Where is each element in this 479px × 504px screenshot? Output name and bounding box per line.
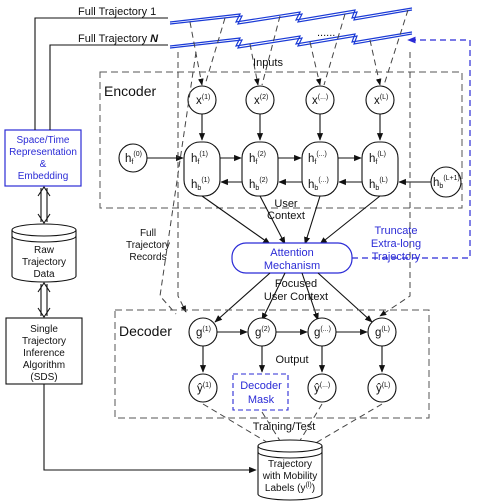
output-node-l: ŷ(L)	[367, 373, 397, 403]
training-dashed-lines	[202, 403, 383, 445]
decoder-mask-box	[232, 373, 289, 411]
full-records-label-2: Trajectory	[126, 240, 170, 251]
trajectory-1-connector	[34, 17, 168, 97]
full-records-label-3: Records	[129, 252, 166, 263]
decoder-state-1: g(1)	[188, 317, 218, 347]
forward-initial-state: hf(0)	[118, 143, 148, 173]
embedding-box	[4, 129, 82, 187]
attention-label-1: Attention	[270, 247, 313, 259]
hidden-state-1: hf(1) hb(1)	[183, 141, 221, 197]
trajectory-lightning-1	[169, 7, 413, 25]
decoder-state-ellipsis: g(...)	[307, 317, 337, 347]
truncate-label-2: Extra-long	[371, 238, 421, 250]
sds-to-labels-connector	[43, 384, 257, 474]
truncate-label-3: Trajectory	[372, 251, 421, 263]
inputs-label: Inputs	[253, 57, 283, 69]
sds-label-4: Algorithm	[23, 360, 65, 371]
hidden-state-ellipsis: hf(...) hb(...)	[301, 141, 339, 197]
raw-data-label-3: Data	[33, 269, 55, 280]
trajectory-lightning-n	[169, 31, 413, 49]
decoder-title: Decoder	[119, 323, 172, 339]
decoder-box	[114, 309, 430, 419]
sds-label-2: Trajectory	[22, 336, 66, 347]
embedding-label-4: Embedding	[18, 171, 69, 182]
sds-box	[5, 317, 83, 385]
trajectory-1-label: Full Trajectory 1	[78, 6, 156, 18]
trajectory-ellipsis: ......	[317, 27, 335, 39]
input-node-1: x(1)	[187, 85, 217, 115]
full-records-dashed-lines	[159, 51, 411, 317]
input-to-hidden-arrows	[198, 114, 384, 141]
full-records-label-1: Full	[140, 228, 156, 239]
user-context-label-2: Context	[267, 210, 305, 222]
output-label: Output	[275, 354, 308, 366]
input-node-l: x(L)	[365, 85, 395, 115]
labels-db-text-1: Trajectory	[268, 459, 312, 470]
training-test-label: Training/Test	[253, 421, 316, 433]
decoder-state-l: g(L)	[367, 317, 397, 347]
decoder-state-2: g(2)	[247, 317, 277, 347]
input-node-ellipsis: x(...)	[305, 85, 335, 115]
data-sds-double-arrow	[37, 282, 51, 318]
attention-label-2: Mechanism	[264, 260, 320, 272]
focused-label-2: User Context	[264, 291, 328, 303]
raw-data-label-1: Raw	[34, 245, 55, 256]
hidden-state-2: hf(2) hb(2)	[241, 141, 279, 197]
focused-label-1: Focused	[275, 278, 317, 290]
labels-db-text-2: with Mobility	[262, 471, 317, 482]
user-context-label: User	[274, 198, 298, 210]
hidden-state-l: hf(L) hb(L)	[361, 141, 399, 197]
raw-data-database	[11, 223, 77, 283]
embedding-data-double-arrow	[37, 186, 51, 224]
truncate-label-1: Truncate	[374, 225, 417, 237]
sds-label-5: (SDS)	[30, 372, 57, 383]
attention-to-decoder-arrows	[214, 272, 373, 323]
decoder-mask-label-1: Decoder	[240, 380, 282, 392]
trajectory-n-connector	[49, 44, 168, 97]
trajectory-n-index: N	[150, 33, 159, 45]
trajectory-n-label: Full Trajectory N	[78, 33, 159, 45]
output-node-1: ŷ(1)	[188, 373, 218, 403]
raw-data-label-2: Trajectory	[22, 257, 66, 268]
embedding-label-3: &	[40, 159, 47, 170]
encoder-title: Encoder	[104, 83, 156, 99]
encoder-box	[99, 71, 463, 209]
output-node-ellipsis: ŷ(...)	[307, 373, 337, 403]
backward-initial-state: hb(L+1)	[430, 166, 462, 198]
decoder-mask-label-2: Mask	[248, 394, 275, 406]
decoder-output-arrows	[199, 346, 386, 373]
embedding-label-2: Representation	[9, 147, 77, 158]
mobility-labels-database	[257, 439, 323, 501]
sds-label-1: Single	[30, 324, 58, 335]
sds-label-3: Inference	[23, 348, 65, 359]
input-node-2: x(2)	[245, 85, 275, 115]
embedding-label-1: Space/Time	[17, 135, 70, 146]
labels-db-text-3: Labels (y(l))	[265, 482, 315, 494]
context-to-attention-arrows	[201, 195, 381, 245]
